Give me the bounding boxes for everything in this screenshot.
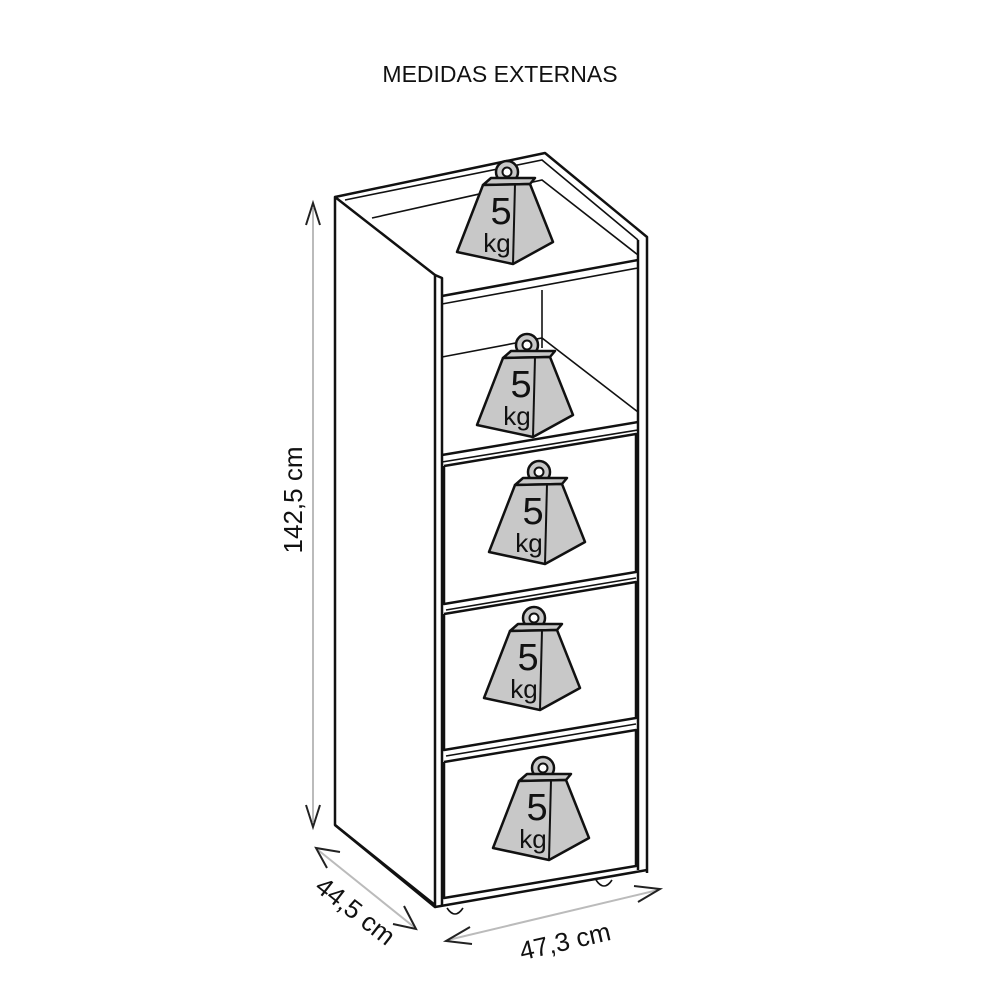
depth-label: 44,5 cm — [310, 871, 401, 952]
svg-text:kg: kg — [503, 401, 530, 431]
svg-text:kg: kg — [510, 674, 537, 704]
weight-3: 5 kg — [487, 459, 587, 566]
svg-text:5: 5 — [522, 491, 543, 533]
svg-text:5: 5 — [517, 637, 538, 679]
svg-text:kg: kg — [519, 824, 546, 854]
depth-dimension: 44,5 cm — [310, 846, 418, 952]
weight-2: 5 kg — [475, 332, 575, 439]
svg-text:5: 5 — [490, 191, 511, 233]
diagram-title: MEDIDAS EXTERNAS — [382, 61, 617, 87]
height-dimension: 142,5 cm — [278, 199, 321, 831]
drawer-2 — [442, 580, 638, 752]
cabinet — [333, 151, 649, 915]
svg-text:5: 5 — [526, 787, 547, 829]
drawer-3 — [442, 728, 638, 900]
svg-text:kg: kg — [515, 528, 542, 558]
weight-1: 5 kg — [455, 159, 555, 266]
svg-text:kg: kg — [483, 228, 510, 258]
weight-5: 5 kg — [491, 755, 591, 862]
width-dimension: 47,3 cm — [442, 885, 664, 966]
drawer-1 — [442, 432, 638, 606]
weight-4: 5 kg — [482, 605, 582, 712]
svg-text:5: 5 — [510, 364, 531, 406]
height-label: 142,5 cm — [278, 447, 308, 554]
width-label: 47,3 cm — [517, 916, 614, 966]
